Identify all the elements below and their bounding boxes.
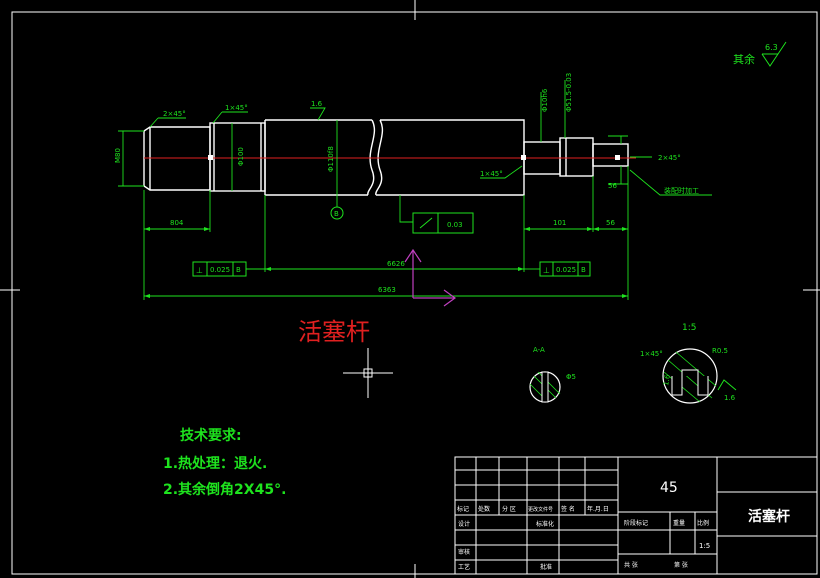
- left-dia-text: M80: [114, 148, 122, 163]
- label-sheet-no: 第 张: [674, 561, 688, 569]
- header-mark: 标记: [457, 505, 469, 513]
- runout-frame-right: ⊥ 0.025 B: [539, 261, 591, 277]
- roughness-value: 6.3: [765, 43, 778, 52]
- left-end-text: 804: [170, 219, 184, 227]
- label-sheets-total: 共 张: [624, 561, 638, 569]
- roughness-label: 其余: [733, 52, 755, 66]
- crosshair-cursor: [343, 348, 393, 398]
- header-date: 年.月.日: [587, 505, 609, 513]
- right-end-top-text: 56: [608, 182, 617, 190]
- dimension-texts: 2×45° 1×45° 1.6 M80 Φ100 Φ110f8 Φ10h6 Φ5…: [114, 73, 699, 294]
- detail-chamfer: 1×45°: [640, 350, 663, 358]
- detail-scale: 1:5: [682, 323, 696, 333]
- runout-left-datum: B: [236, 266, 241, 274]
- dimension-lines: [118, 80, 712, 300]
- runout-left-value: 0.025: [210, 266, 230, 274]
- header-signature: 签 名: [561, 505, 575, 513]
- label-stage-mark: 阶段标记: [624, 519, 648, 527]
- runout-right-datum: B: [581, 266, 586, 274]
- label-review: 审核: [458, 548, 470, 556]
- label-design: 设计: [458, 520, 470, 528]
- svg-text:⊥: ⊥: [543, 266, 550, 275]
- header-zone: 分 区: [502, 505, 516, 513]
- section-view-aa: A-A Φ5: [529, 346, 576, 403]
- part-name-text: 活塞杆: [748, 508, 790, 525]
- detail-radius: R0.5: [712, 347, 728, 355]
- assembly-note-text: 装配时加工: [664, 186, 699, 195]
- shoulder-chamfer-text: 1×45°: [225, 104, 248, 112]
- material-text: 45: [660, 480, 678, 496]
- technical-notes: 技术要求: 1.热处理：退火. 2.其余倒角2X45°.: [163, 427, 286, 498]
- right-chamfer-text: 2×45°: [658, 154, 681, 162]
- ucs-axis-icon: [404, 248, 457, 307]
- detail-finish-2: 1.6: [724, 394, 736, 402]
- drawing-title-red: 活塞杆: [298, 318, 370, 346]
- title-block: [454, 456, 818, 575]
- dimension-arrows: [144, 227, 628, 298]
- left-chamfer-text: 2×45°: [163, 110, 186, 118]
- datum-marker: B: [330, 206, 344, 220]
- label-scale: 比例: [697, 519, 709, 527]
- runout-right-value: 0.025: [556, 266, 576, 274]
- scale-text: 1:5: [699, 542, 710, 550]
- surface-finish-text: 1.6: [311, 100, 323, 108]
- main-dia-text: Φ110f8: [327, 146, 335, 172]
- svg-text:⊥: ⊥: [196, 266, 203, 275]
- right-end-text: 56: [606, 219, 615, 227]
- header-count: 处数: [478, 505, 490, 513]
- roughness-symbol: 其余 6.3: [733, 41, 787, 67]
- label-weight: 重量: [673, 519, 685, 527]
- datum-marker-letter: B: [334, 210, 339, 218]
- section-label: A-A: [533, 346, 545, 354]
- notes-heading: 技术要求:: [180, 427, 242, 444]
- right-dia-2-text: Φ51.5-0.03: [565, 73, 573, 112]
- title-block-texts: 45 活塞杆 1:5 标记 处数 分 区 更改文件号 签 名 年.月.日 设计 …: [457, 480, 790, 571]
- section-dim: Φ5: [566, 373, 576, 381]
- label-approve: 批准: [540, 563, 552, 571]
- right-section-text: 101: [553, 219, 566, 227]
- straightness-frame: 0.03: [412, 212, 474, 234]
- total-length-text: 6363: [378, 286, 396, 294]
- mid-chamfer-text: 1×45°: [480, 170, 503, 178]
- detail-finish-1: 1.6: [662, 373, 672, 386]
- detail-view: 1:5 1×45° R0.5 1.6 1.6: [640, 323, 737, 404]
- runout-frame-left: ⊥ 0.025 B: [192, 261, 247, 277]
- header-change-doc: 更改文件号: [528, 506, 553, 513]
- label-standardization: 标准化: [536, 520, 554, 528]
- note-item-1: 1.热处理：退火.: [163, 455, 267, 472]
- straightness-value: 0.03: [447, 221, 463, 229]
- main-length-text: 6626: [387, 260, 405, 268]
- label-process: 工艺: [458, 563, 470, 571]
- shoulder-dia-text: Φ100: [237, 147, 245, 166]
- note-item-2: 2.其余倒角2X45°.: [163, 481, 286, 498]
- right-dia-1-text: Φ10h6: [541, 88, 549, 112]
